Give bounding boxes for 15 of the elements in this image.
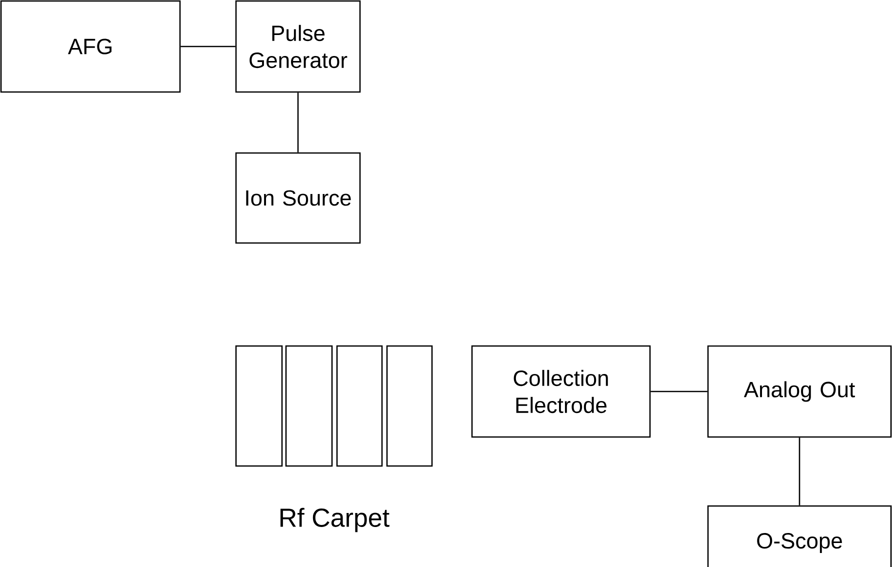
device-box: Pulse Generator bbox=[235, 0, 361, 93]
device-box: AFG bbox=[0, 0, 181, 93]
connector-line bbox=[650, 390, 708, 392]
device-box: Ion Source bbox=[235, 152, 361, 244]
connector-line bbox=[798, 438, 800, 506]
device-box: Collection Electrode bbox=[471, 345, 651, 438]
caption-label: Rf Carpet bbox=[280, 508, 390, 532]
carpet-electrode bbox=[285, 345, 333, 467]
carpet-electrode bbox=[386, 345, 433, 467]
carpet-electrode bbox=[336, 345, 383, 467]
device-box: Analog Out bbox=[707, 345, 892, 438]
connector-line bbox=[297, 92, 299, 152]
device-box: O-Scope bbox=[707, 505, 892, 567]
carpet-electrode bbox=[235, 345, 283, 467]
connector-line bbox=[180, 46, 236, 48]
